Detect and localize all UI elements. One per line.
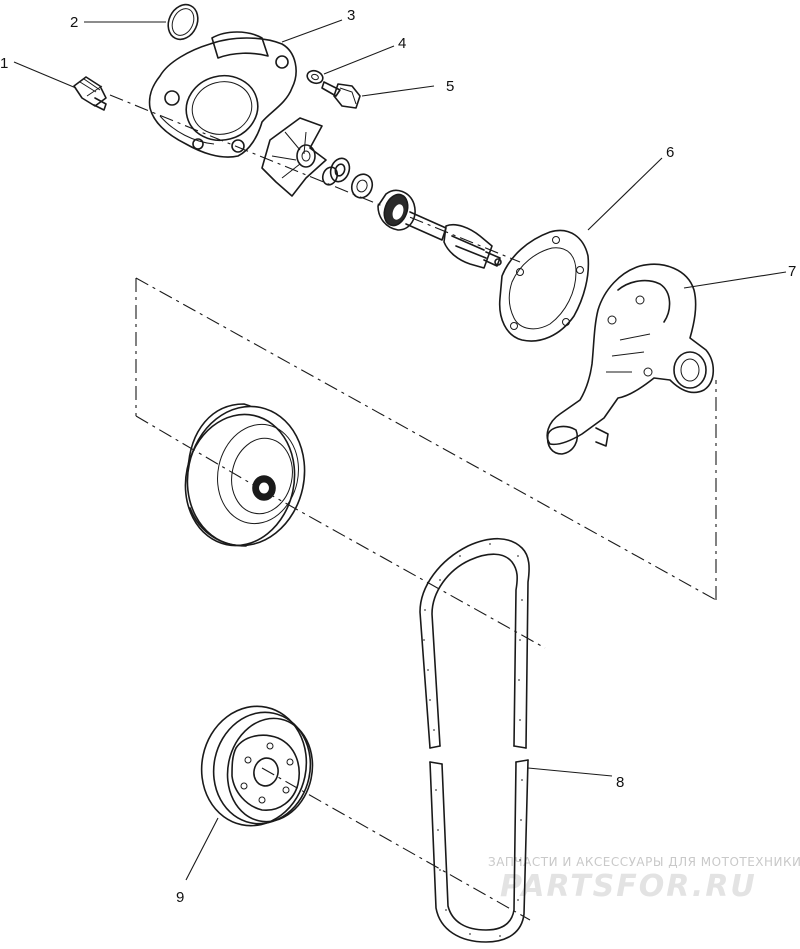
callout-7: 7: [788, 263, 796, 280]
callout-1: 1: [0, 55, 8, 72]
watermark-tagline: ЗАПЧАСТИ И АКСЕССУАРЫ ДЛЯ МОТОТЕХНИКИ: [488, 855, 800, 869]
callout-2: 2: [70, 14, 78, 31]
seal-ring-3: [350, 173, 374, 199]
seal-ring-2: [321, 166, 339, 186]
upper-pulley: [184, 403, 306, 547]
leader-lines: [13, 19, 787, 881]
callout-5: 5: [446, 78, 454, 95]
callout-labels: 1 2 3 4 5 6 7 8 9: [0, 7, 796, 906]
belt-texture: [423, 543, 523, 937]
part-7-pump-housing: [546, 263, 715, 455]
part-3-pump-cover: [148, 31, 297, 158]
part-9-lower-pulley: [200, 705, 314, 827]
part-2-o-ring: [167, 3, 199, 41]
part-5-bolt: [321, 81, 361, 109]
watermark: ЗАПЧАСТИ И АКСЕССУАРЫ ДЛЯ МОТОТЕХНИКИ PA…: [488, 855, 800, 904]
callout-6: 6: [666, 144, 674, 161]
bearing: [377, 189, 416, 231]
callout-3: 3: [347, 7, 355, 24]
part-1-fitting: [73, 76, 107, 111]
callout-4: 4: [398, 35, 406, 52]
seal-ring-1: [329, 157, 351, 183]
callout-9: 9: [176, 889, 184, 906]
part-6-gasket: [498, 229, 590, 342]
impeller: [261, 117, 327, 197]
watermark-logo: PARTSFOR.RU: [500, 869, 757, 904]
assembly-axis-lines: [109, 94, 717, 921]
shaft: [405, 211, 502, 269]
part-4-washer: [306, 69, 324, 85]
callout-8: 8: [616, 774, 624, 791]
part-8-v-belt: [419, 537, 530, 943]
